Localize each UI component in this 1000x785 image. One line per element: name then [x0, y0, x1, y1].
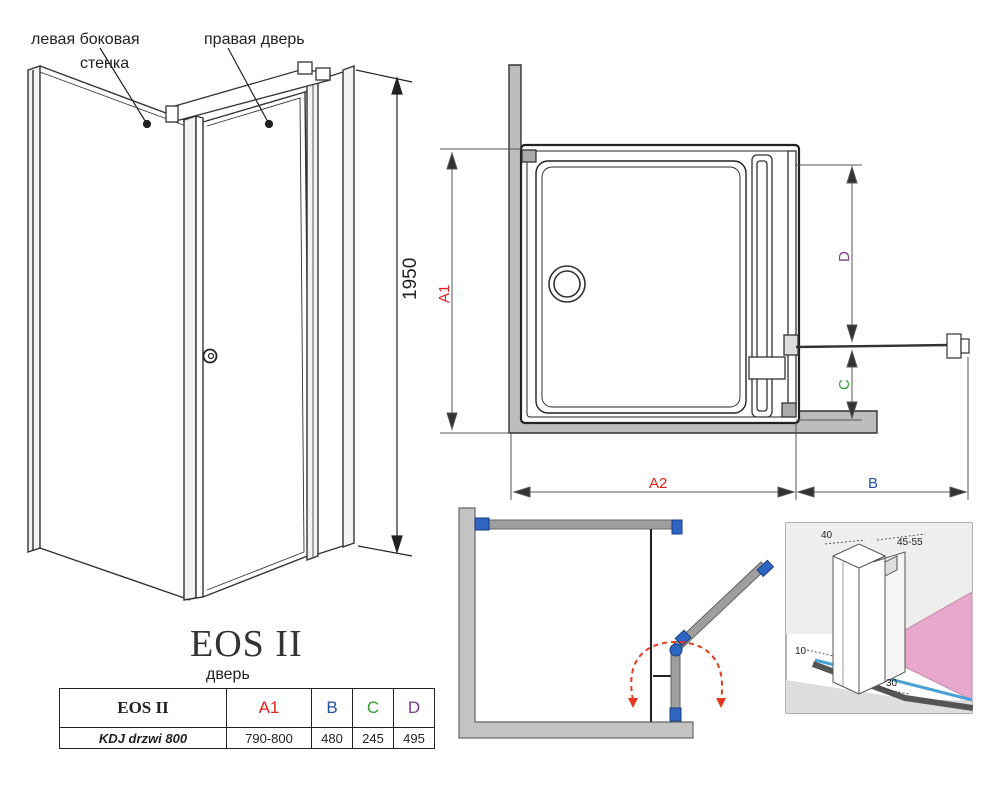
- swing-arrow-heads: [628, 698, 726, 708]
- swing-fixed-panel: [474, 517, 683, 722]
- swing-walls: [458, 507, 694, 739]
- spec-row-c: 245: [352, 727, 394, 749]
- cabin-3d-drawing: [27, 47, 413, 601]
- product-title: EOS II: [190, 623, 303, 665]
- dim-b-label: B: [868, 475, 879, 492]
- detail-dimensions: [806, 533, 926, 695]
- door-swing-diagram: [458, 507, 775, 739]
- spec-row-a1: 790-800: [226, 727, 312, 749]
- leader-lines: [99, 47, 274, 129]
- detail-height-10: 10: [795, 646, 807, 657]
- dim-a2-label: A2: [649, 475, 668, 492]
- left-wall-label-line2: стенка: [80, 55, 130, 72]
- door-panel: [202, 87, 319, 598]
- dim-c-label: C: [836, 379, 853, 390]
- left-wall-label-line1: левая боковая: [31, 31, 140, 48]
- spec-header-d: D: [393, 688, 435, 728]
- spec-header-a1: A1: [226, 688, 312, 728]
- right-post: [306, 65, 355, 561]
- spec-row-b: 480: [311, 727, 353, 749]
- product-subtitle: дверь: [206, 666, 250, 683]
- drain-icon: [548, 265, 586, 303]
- door-knob-icon: [202, 348, 218, 364]
- spec-table-header: EOS II A1 B C D: [59, 688, 435, 728]
- plan-door-profile: [521, 149, 799, 418]
- spec-row-d: 495: [393, 727, 435, 749]
- table-row: KDJ drzwi 800 790-800 480 245 495: [59, 727, 435, 749]
- plan-dimensions: [440, 148, 969, 500]
- spec-header-model: EOS II: [59, 688, 227, 728]
- spec-header-c: C: [352, 688, 394, 728]
- top-stabilizer-bar: [165, 61, 331, 123]
- swing-arrow-icon: [630, 640, 724, 701]
- plan-stabilizer-rod: [795, 333, 970, 359]
- profile-detail-inset: [785, 522, 973, 714]
- swing-door-leaf: [669, 559, 775, 722]
- dim-d-label: D: [836, 251, 853, 262]
- shower-tray: [519, 143, 801, 425]
- height-dimension: [355, 69, 413, 557]
- spec-row-name: KDJ drzwi 800: [59, 727, 227, 749]
- spec-header-b: B: [311, 688, 353, 728]
- dim-a1-label: A1: [436, 284, 453, 303]
- detail-width-45-55: 45-55: [897, 537, 923, 548]
- plan-view-drawing: [440, 64, 970, 500]
- detail-profile: [832, 543, 906, 695]
- spec-table: EOS II A1 B C D KDJ drzwi 800 790-800 48…: [59, 688, 435, 749]
- detail-depth-30: 30: [886, 678, 898, 689]
- front-post: [183, 115, 204, 601]
- right-door-label: правая дверь: [204, 31, 305, 48]
- left-side-panel: [27, 65, 191, 601]
- detail-width-40: 40: [821, 530, 833, 541]
- height-dimension-label: 1950: [400, 257, 421, 300]
